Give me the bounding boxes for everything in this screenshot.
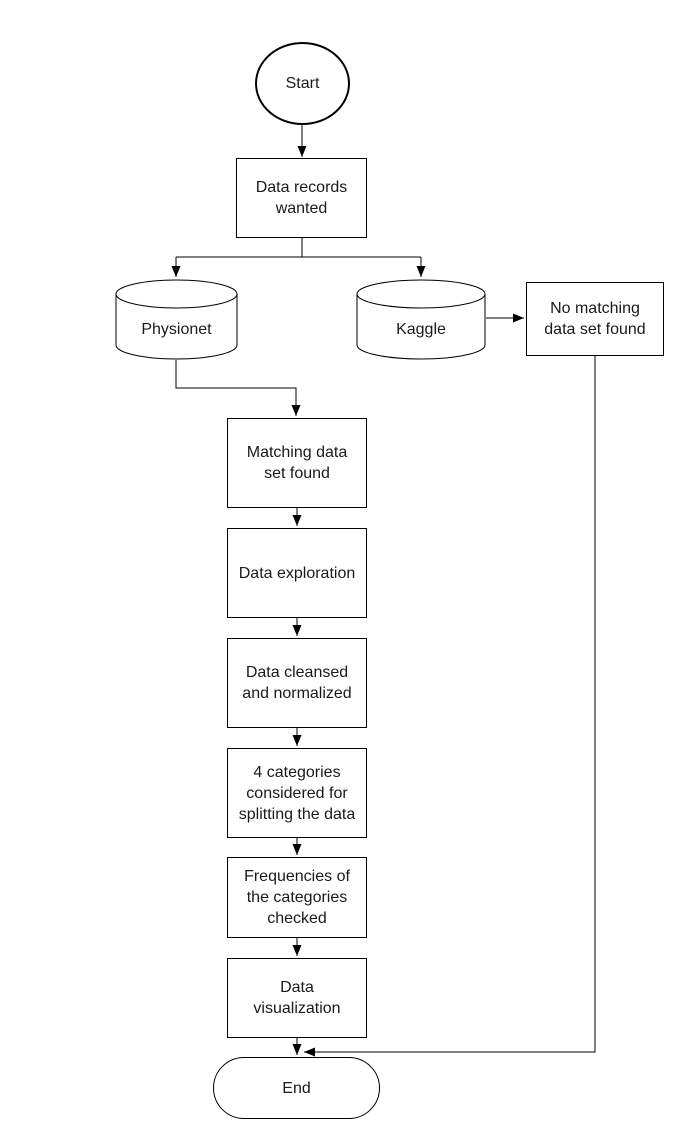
node-4-categories-label: 4 categories considered for splitting th…	[238, 763, 356, 823]
node-data-exploration: Data exploration	[227, 528, 367, 618]
node-end: End	[213, 1057, 380, 1119]
node-no-matching-label: No matching data set found	[544, 300, 646, 338]
node-matching-label: Matching data set found	[246, 444, 348, 482]
node-end-label: End	[282, 1079, 311, 1097]
node-frequencies-checked: Frequencies of the categories checked	[227, 857, 367, 938]
database-cylinder-icon	[356, 279, 486, 360]
node-no-matching-data-set-found: No matching data set found	[526, 282, 664, 356]
node-data-exploration-label: Data exploration	[238, 564, 356, 582]
node-data-visualization-label: Data visualization	[253, 979, 341, 1017]
node-physionet-label: Physionet	[141, 321, 212, 338]
node-start-label: Start	[285, 75, 320, 92]
node-physionet-database: Physionet	[115, 279, 238, 360]
node-4-categories-splitting: 4 categories considered for splitting th…	[227, 748, 367, 838]
node-matching-data-set-found: Matching data set found	[227, 418, 367, 508]
node-data-records-wanted-label: Data records wanted	[255, 179, 348, 217]
node-data-records-wanted: Data records wanted	[236, 158, 367, 238]
node-data-cleansed-label: Data cleansed and normalized	[242, 664, 352, 702]
node-frequencies-label: Frequencies of the categories checked	[244, 868, 350, 927]
node-start: Start	[255, 42, 350, 125]
edge-physionet-to-matching	[175, 360, 301, 416]
database-cylinder-icon	[115, 279, 238, 360]
node-kaggle-database: Kaggle	[356, 279, 486, 360]
node-kaggle-label: Kaggle	[396, 321, 446, 338]
node-data-visualization: Data visualization	[227, 958, 367, 1038]
node-data-cleansed-normalized: Data cleansed and normalized	[227, 638, 367, 728]
